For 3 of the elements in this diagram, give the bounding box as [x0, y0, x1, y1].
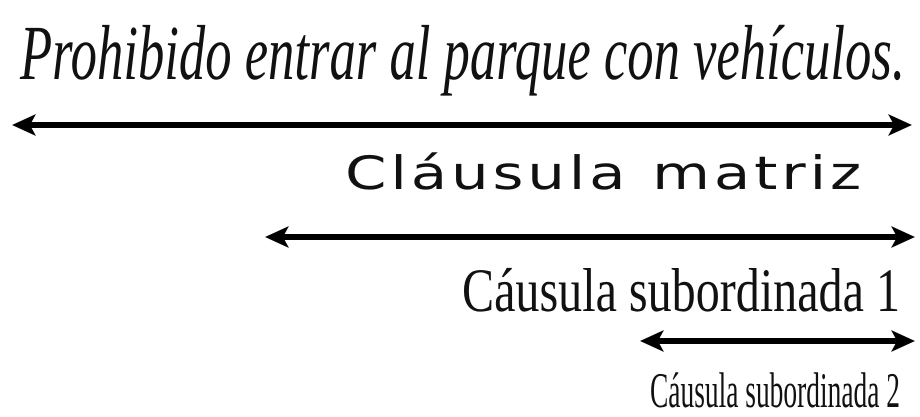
- clause-label: Cáusula subordinada 1: [462, 260, 900, 322]
- clause-label: Cáusula subordinada 2: [650, 365, 900, 415]
- clause-label: Cláusula matriz: [345, 150, 865, 196]
